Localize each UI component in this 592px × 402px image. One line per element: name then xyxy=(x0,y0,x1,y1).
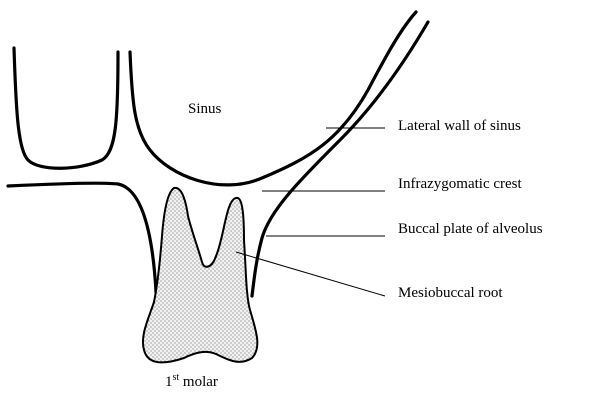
first-molar-tooth xyxy=(143,188,257,363)
leader-mesiobuccal-root xyxy=(236,252,385,296)
mesiobuccal-root-label: Mesiobuccal root xyxy=(398,284,503,302)
infrazygomatic-crest-label: Infrazygomatic crest xyxy=(398,175,522,193)
alveolar-crest-outline xyxy=(8,183,156,292)
buccal-plate-outline xyxy=(252,22,428,296)
first-molar-label: 1st molar xyxy=(165,373,218,391)
lateral-wall-label: Lateral wall of sinus xyxy=(398,117,521,135)
sinus-label: Sinus xyxy=(188,100,221,118)
tooth-name: molar xyxy=(179,374,218,390)
buccal-plate-label: Buccal plate of alveolus xyxy=(398,220,543,238)
tooth-number: 1 xyxy=(165,374,173,390)
left-sinus-recess xyxy=(14,48,118,168)
sinus-floor-outline xyxy=(130,12,416,185)
